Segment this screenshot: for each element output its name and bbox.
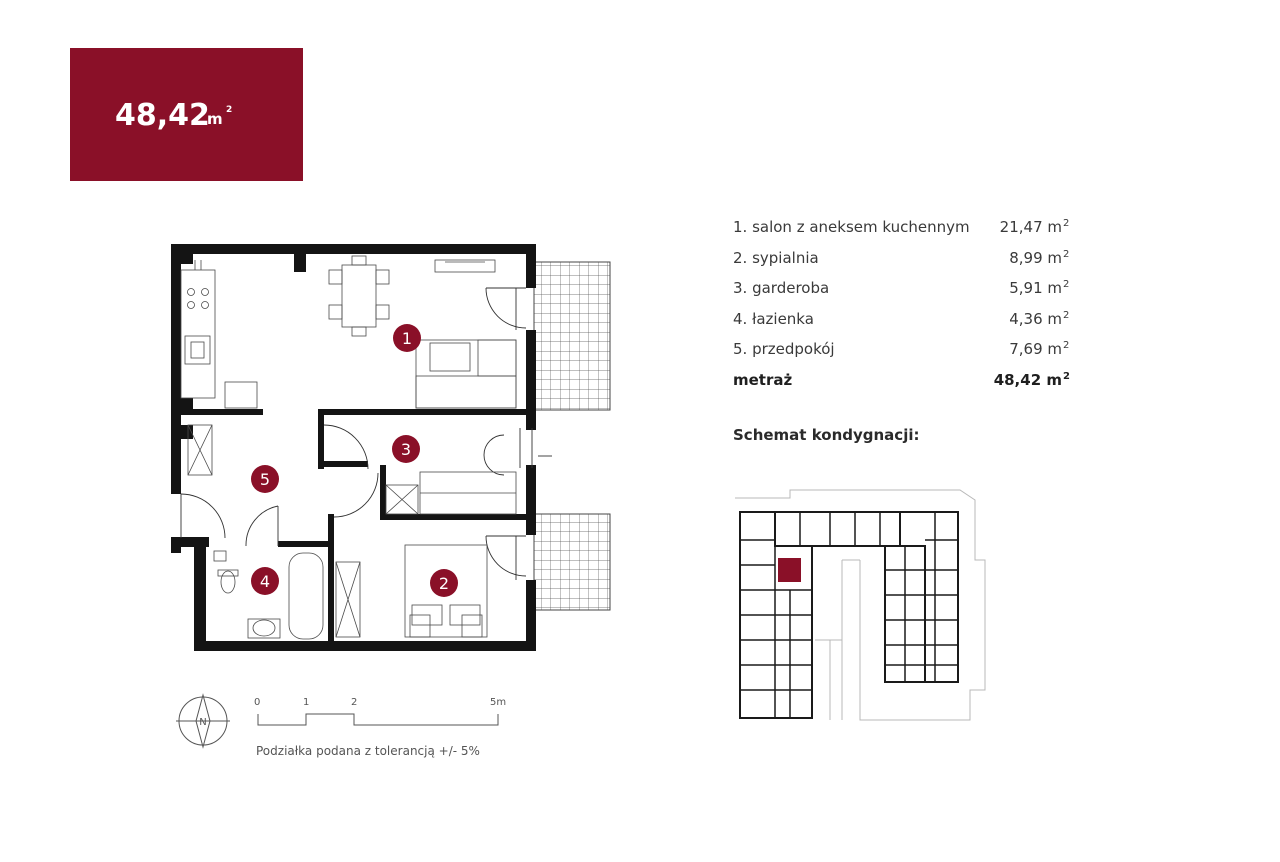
room-row: 1. salon z aneksem kuchennym 21,47 m 2 xyxy=(733,214,1078,245)
room-area-sup: 2 xyxy=(1063,218,1070,229)
room-area: 4,36 m xyxy=(1009,309,1062,328)
room-name: 1. salon z aneksem kuchennym xyxy=(733,218,970,236)
room-marker-3-label: 3 xyxy=(401,440,411,459)
scale-tick-2: 2 xyxy=(351,697,358,708)
room-marker-4 xyxy=(251,567,279,595)
room-markers: 1 2 3 4 5 xyxy=(251,324,458,597)
total-row: metraż 48,42 m 2 xyxy=(733,367,1078,398)
area-value: 48,42 xyxy=(115,98,210,133)
scale-tick-1: 1 xyxy=(303,697,310,708)
room-row: 4. łazienka 4,36 m 2 xyxy=(733,306,1078,337)
balcony-bottom xyxy=(533,513,611,611)
room-marker-2-label: 2 xyxy=(439,574,449,593)
room-name: 2. sypialnia xyxy=(733,248,819,267)
area-unit: m xyxy=(207,110,223,128)
doors xyxy=(180,287,552,580)
room-name: 4. łazienka xyxy=(733,309,814,328)
floor-schema-label: Schemat kondygnacji: xyxy=(733,426,920,444)
scale-tick-0: 0 xyxy=(254,697,261,708)
room-name: 5. przedpokój xyxy=(733,340,835,358)
room-marker-5-label: 5 xyxy=(260,470,270,489)
room-name: 3. garderoba xyxy=(733,279,830,297)
compass-label: N xyxy=(199,717,206,728)
scale-tick-5m: 5m xyxy=(490,697,507,708)
total-label: metraż xyxy=(733,370,793,389)
room-marker-4-label: 4 xyxy=(260,572,270,591)
room-area-sup: 2 xyxy=(1063,309,1070,321)
area-badge: 48,42 m 2 xyxy=(70,48,303,181)
room-area-sup: 2 xyxy=(1063,248,1070,260)
room-row: 5. przedpokój 7,69 m 2 xyxy=(733,336,1078,367)
room-area: 7,69 m xyxy=(1009,340,1062,358)
floor-schema xyxy=(735,489,986,721)
room-area-sup: 2 xyxy=(1063,279,1070,290)
tolerance-note: Podziałka podana z tolerancją +/- 5% xyxy=(256,744,480,758)
room-area-sup: 2 xyxy=(1063,340,1070,351)
room-marker-1 xyxy=(393,324,421,352)
room-marker-1-label: 1 xyxy=(402,329,412,348)
total-area: 48,42 m xyxy=(993,370,1062,389)
room-list: 1. salon z aneksem kuchennym 21,47 m 2 2… xyxy=(733,214,1078,397)
furniture xyxy=(180,255,517,640)
compass-icon xyxy=(176,693,230,749)
balcony-top xyxy=(533,261,611,411)
room-marker-3 xyxy=(392,435,420,463)
room-row: 3. garderoba 5,91 m 2 xyxy=(733,275,1078,306)
room-area: 21,47 m xyxy=(999,218,1062,236)
room-marker-5 xyxy=(251,465,279,493)
walls xyxy=(171,244,536,651)
area-unit-superscript: 2 xyxy=(226,105,233,115)
total-area-sup: 2 xyxy=(1063,370,1070,382)
highlighted-unit xyxy=(778,558,801,582)
room-row: 2. sypialnia 8,99 m 2 xyxy=(733,245,1078,276)
room-area: 5,91 m xyxy=(1009,279,1062,297)
room-area: 8,99 m xyxy=(1009,248,1062,267)
scale-bar xyxy=(257,713,499,726)
room-marker-2 xyxy=(430,569,458,597)
